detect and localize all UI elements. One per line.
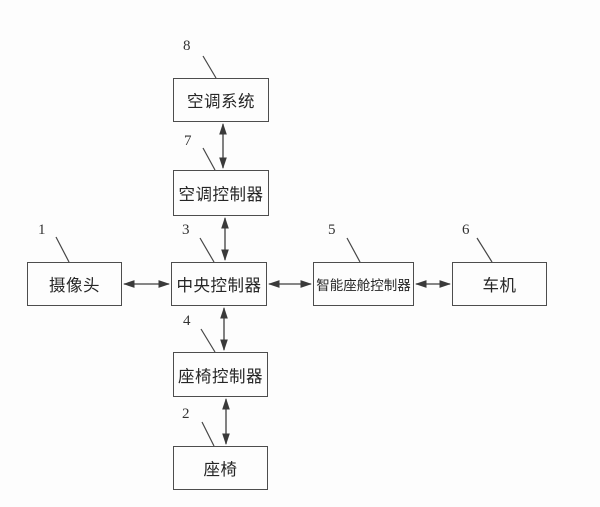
node-cockpit-controller: 智能座舱控制器 [313, 262, 414, 306]
leader-ref-4 [200, 328, 216, 353]
ref-number-2: 2 [182, 406, 190, 422]
leader-ref-3 [199, 237, 215, 263]
node-label-ac-controller: 空调控制器 [178, 185, 264, 204]
leader-ref-7 [202, 147, 216, 171]
ref-number-7: 7 [184, 133, 192, 149]
leader-ref-1 [55, 236, 70, 263]
node-camera: 摄像头 [27, 262, 122, 306]
node-ac-controller: 空调控制器 [173, 170, 269, 216]
leader-ref-5 [346, 237, 361, 263]
ref-number-8: 8 [183, 38, 191, 54]
node-label-seat-controller: 座椅控制器 [178, 366, 263, 386]
ref-number-5: 5 [328, 222, 336, 238]
node-head-unit: 车机 [452, 262, 547, 306]
node-label-seat: 座椅 [203, 460, 238, 479]
ref-number-1: 1 [38, 222, 46, 238]
node-label-head-unit: 车机 [482, 276, 517, 295]
leader-ref-2 [201, 421, 215, 447]
node-central-controller: 中央控制器 [171, 262, 267, 306]
node-seat-controller: 座椅控制器 [173, 352, 268, 397]
node-label-camera: 摄像头 [49, 276, 100, 295]
node-ac-system: 空调系统 [173, 78, 269, 122]
ref-number-4: 4 [183, 313, 191, 329]
leader-ref-8 [202, 55, 217, 79]
node-label-cockpit-controller: 智能座舱控制器 [316, 278, 411, 293]
node-seat: 座椅 [173, 446, 268, 490]
node-label-central-controller: 中央控制器 [176, 276, 262, 295]
ref-number-3: 3 [182, 222, 190, 238]
leader-ref-6 [476, 237, 493, 263]
node-label-ac-system: 空调系统 [187, 92, 255, 111]
ref-number-6: 6 [462, 222, 470, 238]
